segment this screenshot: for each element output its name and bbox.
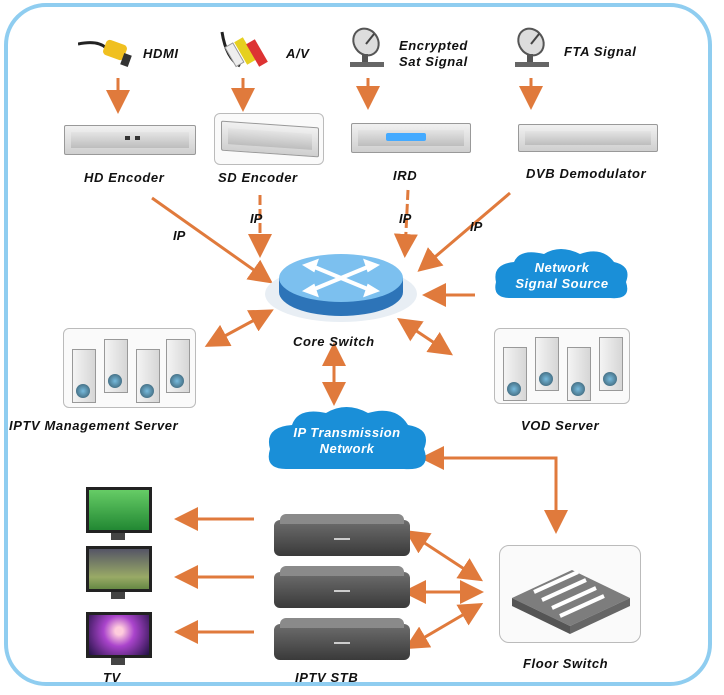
arrow-stb3-floor <box>404 602 484 650</box>
iptv-management-server-box <box>63 328 196 408</box>
source-label-fta: FTA Signal <box>564 44 637 59</box>
iptv-stb-2 <box>274 566 410 608</box>
arrow-core-vod <box>397 318 453 356</box>
tv-label: TV <box>103 670 121 685</box>
satellite-dish-icon <box>348 26 388 70</box>
dvb-demodulator-label: DVB Demodulator <box>526 166 647 181</box>
transmission-line1: IP Transmission <box>293 425 401 440</box>
source-label-sat-line1: Encrypted <box>399 38 468 53</box>
iptv-stb-3 <box>274 618 410 660</box>
hdmi-plug-icon <box>77 36 136 68</box>
ird-device <box>351 123 471 153</box>
source-label-sat-line2: Sat Signal <box>399 54 468 69</box>
iptv-management-server-label: IPTV Management Server <box>9 418 179 433</box>
arrow-ird-core <box>393 189 418 258</box>
sd-encoder-box <box>214 113 324 165</box>
arrow-hd-core <box>151 196 273 284</box>
arrow-trans-floor <box>420 446 568 534</box>
source-label-hdmi: HDMI <box>143 46 179 61</box>
floor-switch-icon <box>512 570 630 634</box>
core-switch-icon <box>262 248 420 324</box>
iptv-stb-label: IPTV STB <box>295 670 359 685</box>
network-source-line2: Signal Source <box>515 276 609 291</box>
vod-server-box <box>494 328 630 404</box>
ip-label-hd: IP <box>173 228 186 243</box>
ird-label: IRD <box>393 168 418 183</box>
tv-3 <box>86 612 152 665</box>
tv-1 <box>86 487 152 540</box>
floor-switch-box <box>499 545 641 643</box>
ip-label-sd: IP <box>250 211 263 226</box>
sd-encoder-label: SD Encoder <box>218 170 298 185</box>
tv-2 <box>86 546 152 599</box>
hd-encoder-label: HD Encoder <box>84 170 165 185</box>
transmission-line2: Network <box>319 441 375 456</box>
source-label-av: A/V <box>286 46 310 61</box>
ird-box <box>345 113 472 161</box>
satellite-dish-icon <box>513 26 553 70</box>
dvb-demodulator-box <box>514 116 662 160</box>
sd-encoder-device <box>221 120 319 158</box>
vod-server-label: VOD Server <box>521 418 600 433</box>
core-switch-label: Core Switch <box>293 334 375 349</box>
ip-label-dvb: IP <box>470 219 483 234</box>
dvb-demodulator-device <box>518 124 658 152</box>
source-label-sat: Encrypted Sat Signal <box>399 38 468 70</box>
network-source-line1: Network <box>534 260 590 275</box>
hd-encoder-box <box>60 115 200 165</box>
floor-switch-label: Floor Switch <box>523 656 609 671</box>
ip-label-ird: IP <box>399 211 412 226</box>
hd-encoder-device <box>64 125 196 155</box>
arrow-stb1-floor <box>404 530 484 582</box>
arrow-dvb-core <box>417 191 511 272</box>
av-cable-icon <box>216 28 280 72</box>
iptv-stb-1 <box>274 514 410 556</box>
arrow-core-mgmt <box>204 309 274 347</box>
